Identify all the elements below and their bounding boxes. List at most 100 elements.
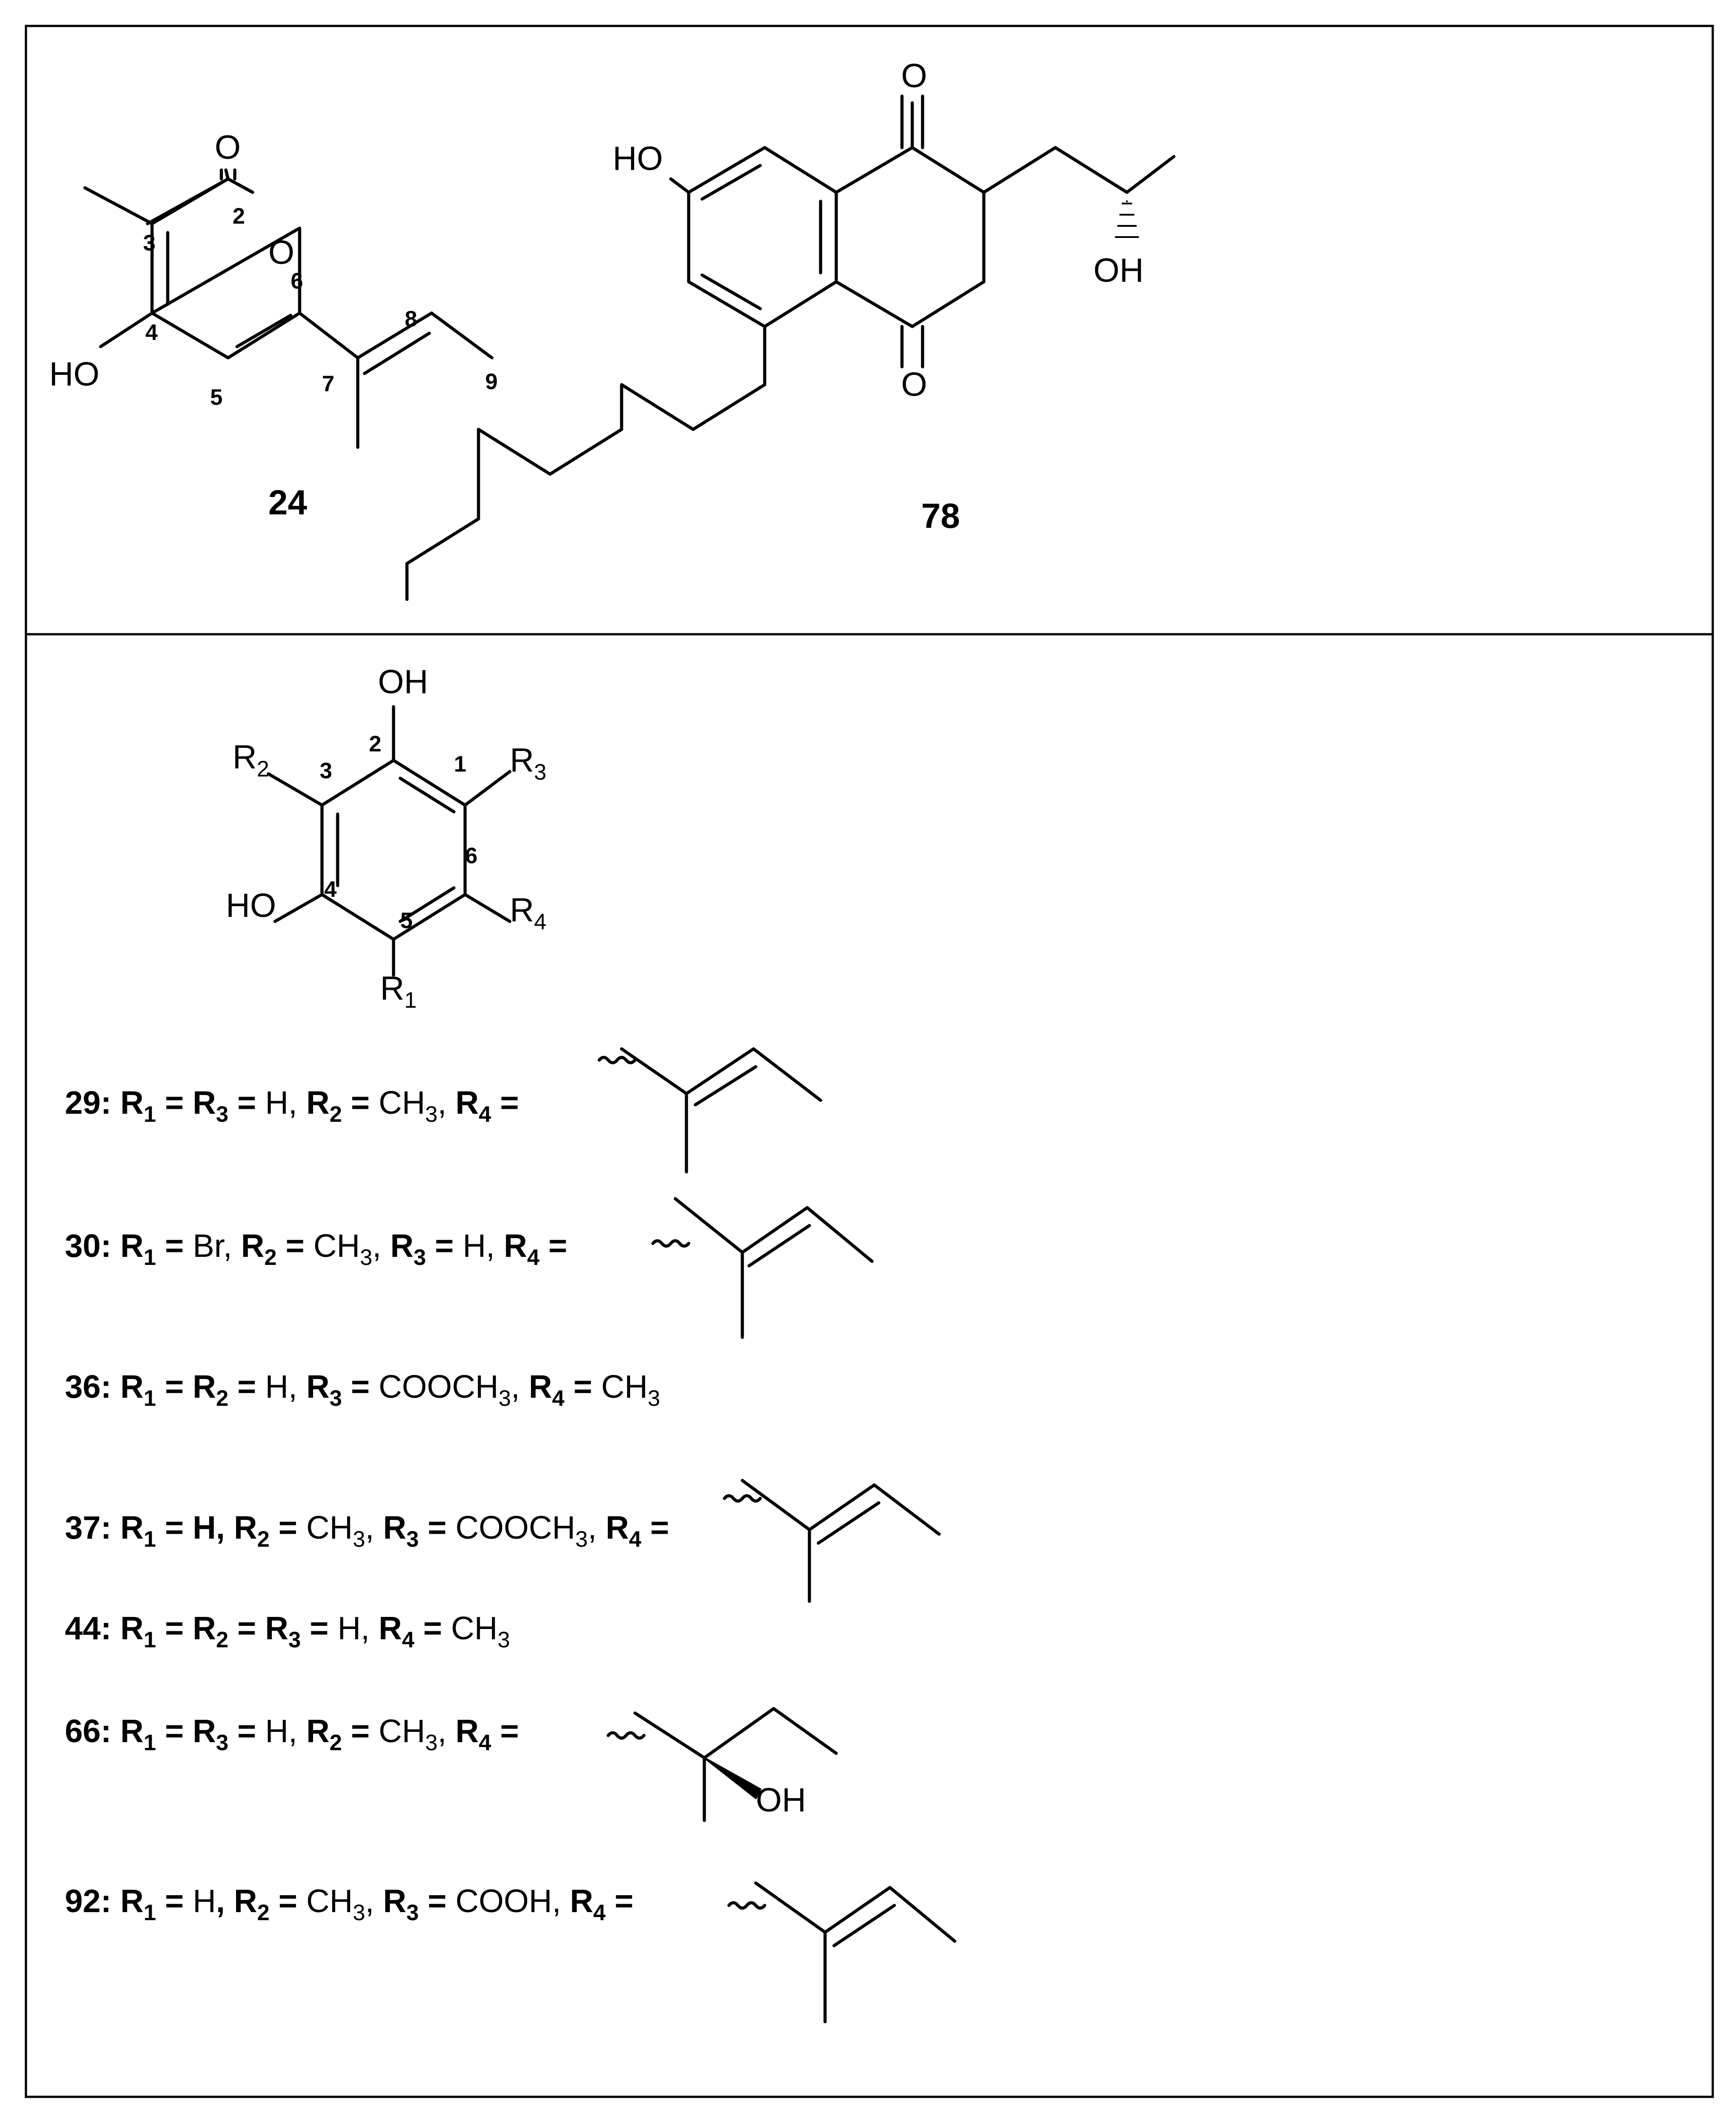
position-8: 8 <box>405 306 417 331</box>
bond <box>235 314 292 348</box>
entry-text: CH <box>451 1611 498 1646</box>
entry-text: , <box>438 1714 456 1749</box>
entry-id: 44: <box>65 1611 111 1646</box>
entry-text: R <box>605 1510 629 1546</box>
entry-text: R <box>504 1228 527 1264</box>
entry-subscript: 4 <box>479 1730 491 1755</box>
entry-subscript: 3 <box>353 1900 365 1925</box>
entry-text: R <box>234 1883 257 1919</box>
entry-subscript: 4 <box>527 1245 540 1270</box>
entry-text: = <box>426 1228 463 1264</box>
compound-24: O O HO 2 3 4 5 6 7 8 9 24 <box>49 128 498 522</box>
bond <box>430 311 494 360</box>
entry-text: CH <box>601 1369 648 1405</box>
bond <box>817 1501 881 1545</box>
entry-text: = <box>301 1611 338 1646</box>
entry-text: = <box>277 1228 313 1264</box>
entry-text: H <box>193 1883 216 1919</box>
bond <box>405 325 766 601</box>
entry-text: = <box>270 1510 306 1546</box>
entry-id: 37: <box>65 1510 111 1546</box>
entry-text: H, <box>463 1228 504 1264</box>
hydroxyl-label: HO <box>49 355 100 393</box>
substituent-92 <box>727 1881 957 2023</box>
entry-text: R <box>111 1510 144 1546</box>
entry-subscript: 3 <box>499 1386 511 1411</box>
entry-text: , <box>588 1510 605 1546</box>
entry-30: 30: R1 = Br, R2 = CH3, R3 = H, R4 = <box>65 1228 567 1270</box>
position-6: 6 <box>291 268 303 293</box>
wavy-bond <box>597 1056 637 1065</box>
entry-text: Br, <box>193 1228 241 1264</box>
entry-subscript: 3 <box>353 1527 365 1552</box>
entry-text: = <box>605 1883 633 1919</box>
bond <box>982 146 1057 194</box>
bond <box>398 776 456 814</box>
entry-text: R <box>379 1611 402 1646</box>
bond <box>224 168 230 181</box>
bond <box>398 886 456 923</box>
bond <box>150 177 230 225</box>
entry-text: R <box>111 1369 144 1405</box>
bond <box>832 1904 896 1947</box>
entry-66: 66: R1 = R3 = H, R2 = CH3, R4 = <box>65 1714 519 1755</box>
entry-subscript: 4 <box>593 1900 606 1925</box>
entry-text: = <box>491 1085 519 1121</box>
substituent-66: OH <box>606 1707 838 1822</box>
entry-text: = <box>641 1510 669 1546</box>
entry-text: = R <box>156 1369 216 1405</box>
entry-text: R <box>306 1085 330 1121</box>
entry-text: = <box>415 1611 451 1646</box>
entry-text: , <box>365 1510 383 1546</box>
bond <box>273 893 324 923</box>
entry-subscript: 2 <box>330 1102 342 1127</box>
entry-text: R <box>390 1228 414 1264</box>
bond <box>834 101 986 328</box>
entry-subscript: 3 <box>425 1730 438 1755</box>
entry-text: R <box>456 1085 479 1121</box>
entry-subscript: 1 <box>144 1900 156 1925</box>
entry-text: = H, <box>156 1510 234 1546</box>
entry-text: CH <box>306 1883 353 1919</box>
carbonyl-oxygen-top: O <box>901 57 927 94</box>
entry-37: 37: R1 = H, R2 = CH3, R3 = COOCH3, R4 = <box>65 1510 669 1552</box>
entry-text: R <box>111 1883 144 1919</box>
entry-subscript: 2 <box>216 1627 229 1652</box>
substituent-30 <box>651 1197 874 1339</box>
position-2: 2 <box>233 204 245 229</box>
position-2: 2 <box>369 731 381 756</box>
position-1: 1 <box>454 751 466 776</box>
entry-text: = R <box>156 1611 216 1646</box>
entry-subscript: 3 <box>288 1627 301 1652</box>
core-structure: OH HO R1 R2 R3 R4 1 2 3 4 5 6 <box>226 663 546 1013</box>
bond <box>83 186 154 225</box>
entry-text: R <box>456 1714 479 1749</box>
wavy-bond <box>723 1494 762 1503</box>
hydroxyl-label-right: OH <box>1093 251 1144 289</box>
entry-subscript: 3 <box>216 1730 229 1755</box>
entry-text: = <box>156 1883 193 1919</box>
entry-subscript: 1 <box>144 1245 156 1270</box>
hydroxyl-label-left: HO <box>226 887 276 924</box>
position-3: 3 <box>143 230 156 255</box>
entry-text: , <box>365 1883 383 1919</box>
position-3: 3 <box>320 758 332 783</box>
bond <box>700 164 762 201</box>
entry-subscript: 4 <box>629 1527 641 1552</box>
bond <box>673 1197 874 1263</box>
r3-group: R3 <box>510 741 546 785</box>
entry-text: R <box>570 1883 593 1919</box>
hydroxyl-label-left: HO <box>613 140 663 177</box>
position-9: 9 <box>485 369 498 394</box>
entry-text: , <box>373 1228 390 1264</box>
entry-subscript: 2 <box>257 1900 270 1925</box>
bond <box>669 177 690 194</box>
bond <box>754 1881 957 1943</box>
entry-subscript: 1 <box>144 1730 156 1755</box>
entry-id: 66: <box>65 1714 111 1749</box>
entry-subscript: 4 <box>479 1102 491 1127</box>
entry-text: COOCH <box>379 1369 499 1405</box>
entry-text: COOCH <box>456 1510 576 1546</box>
entry-text: = R <box>156 1714 216 1749</box>
entry-text: R <box>111 1085 144 1121</box>
